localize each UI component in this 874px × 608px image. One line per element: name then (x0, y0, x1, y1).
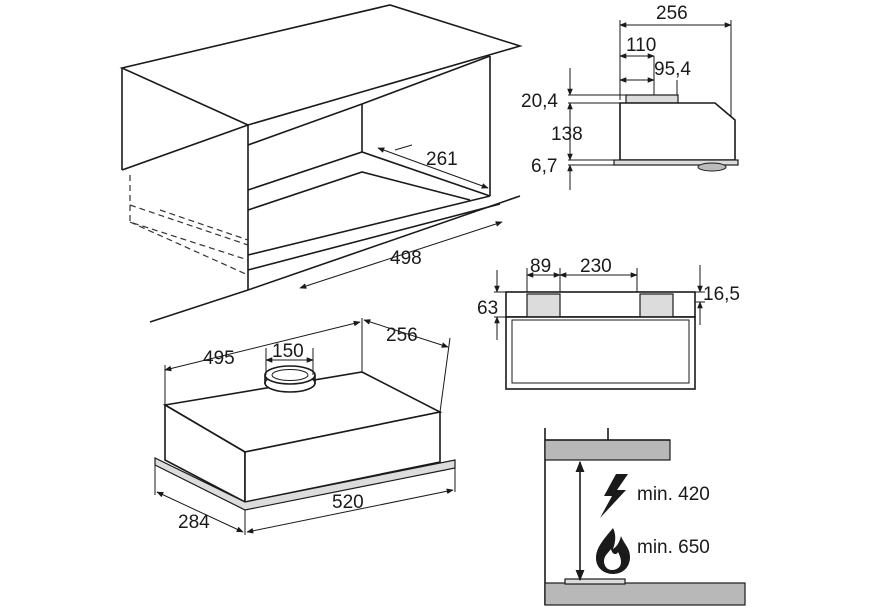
dim-hood-495: 495 (203, 348, 235, 369)
hood-drawing: 495 150 256 284 520 (154, 318, 456, 535)
dim-front-89: 89 (530, 256, 551, 277)
dim-hood-150: 150 (272, 341, 304, 362)
dim-front-16: 16,5 (703, 284, 740, 305)
electric-icon (600, 474, 628, 518)
side-view-drawing: 256 110 95,4 20,4 138 6,7 (521, 3, 739, 190)
clearance-electric: min. 420 (637, 484, 710, 505)
dim-side-95: 95,4 (654, 59, 691, 80)
dim-side-20: 20,4 (521, 91, 558, 112)
dim-side-width: 256 (656, 3, 688, 24)
clearance-gas: min. 650 (637, 537, 710, 558)
dim-side-138: 138 (551, 124, 583, 145)
cabinet-drawing: 261 498 (119, 4, 523, 323)
dim-front-230: 230 (580, 256, 612, 277)
dim-front-63: 63 (477, 298, 498, 319)
dim-hood-520: 520 (332, 492, 364, 513)
front-view-drawing: 89 230 63 16,5 (477, 256, 740, 390)
clearance-drawing: min. 420 min. 650 (544, 428, 746, 606)
dim-cabinet-width: 498 (390, 248, 422, 269)
dim-cabinet-depth: 261 (426, 149, 458, 170)
dim-side-110: 110 (626, 35, 656, 56)
flame-icon (596, 528, 630, 574)
dim-hood-284: 284 (178, 512, 210, 533)
dim-side-6: 6,7 (531, 156, 557, 177)
dim-hood-256: 256 (386, 325, 418, 346)
